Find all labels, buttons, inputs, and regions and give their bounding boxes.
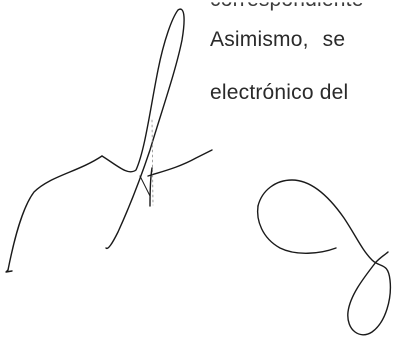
partial-text-line: correspondiente bbox=[210, 2, 364, 12]
text-electronico-del: electrónico del bbox=[210, 81, 349, 104]
partial-top-text: correspondiente bbox=[210, 2, 364, 11]
right-signature bbox=[256, 179, 392, 336]
left-signature bbox=[5, 8, 213, 273]
text-word-se: se bbox=[322, 28, 346, 51]
text-word-asimismo: Asimismo, bbox=[210, 28, 309, 51]
text-line-electronico: electrónico del bbox=[210, 81, 348, 105]
text-line-asimismo: Asimismo, se bbox=[210, 28, 345, 52]
